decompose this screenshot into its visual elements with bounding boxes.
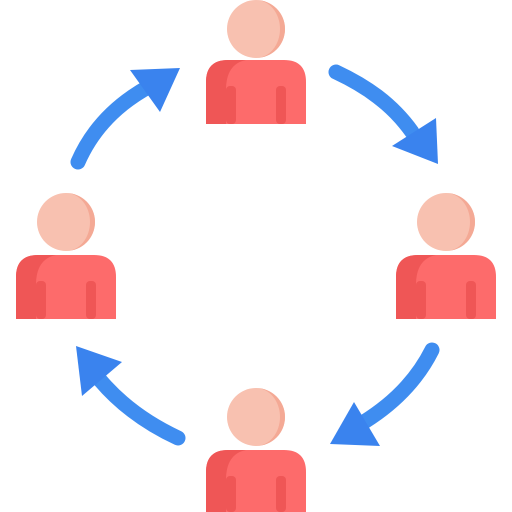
arrow-bottom-left-icon xyxy=(76,346,186,446)
arrow-top-right-icon xyxy=(328,64,438,164)
arrow-bottom-right-icon xyxy=(330,342,440,446)
person-right-icon xyxy=(396,193,496,319)
arrow-top-left-icon xyxy=(70,68,180,170)
person-left-icon xyxy=(16,193,116,319)
cycle-arrows xyxy=(70,64,440,446)
person-bottom-icon xyxy=(206,388,306,512)
person-top-icon xyxy=(206,0,306,124)
